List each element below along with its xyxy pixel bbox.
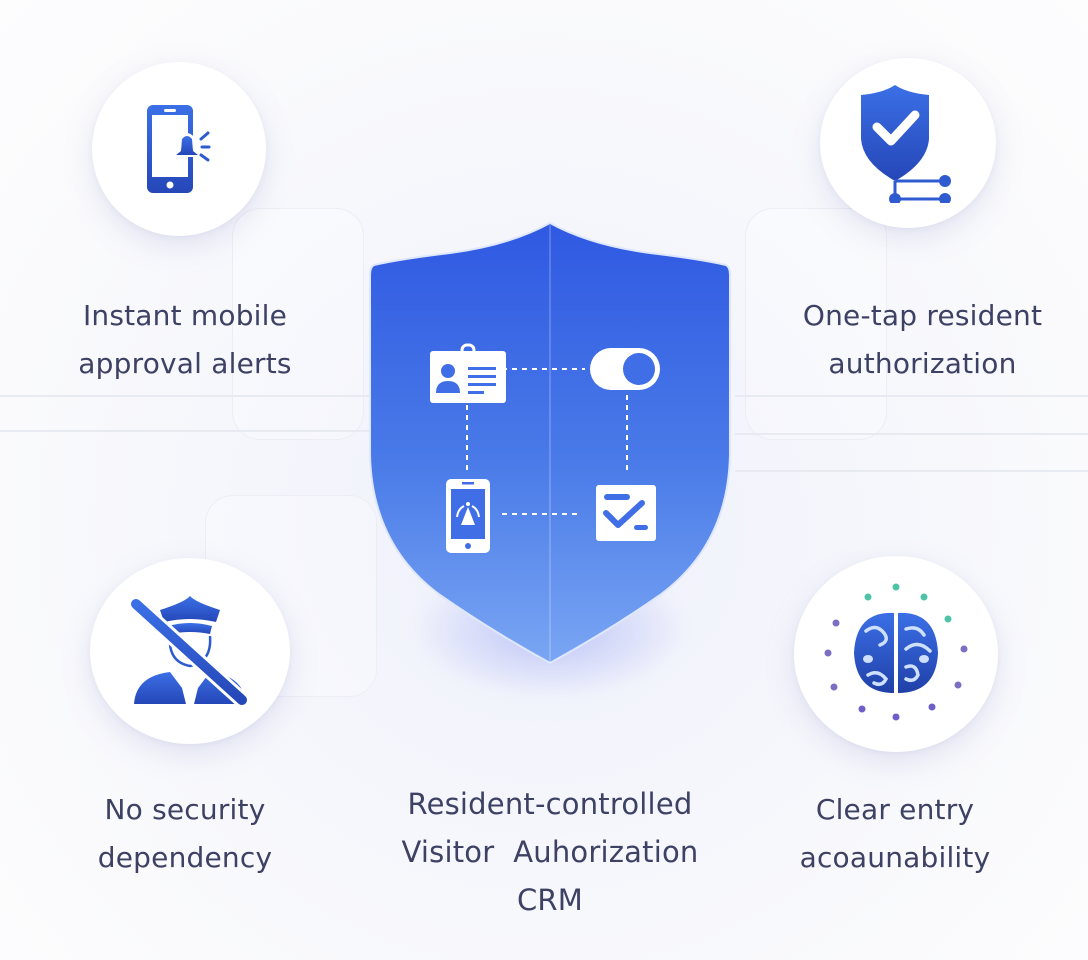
bg-divider bbox=[0, 395, 370, 397]
center-shield bbox=[360, 215, 740, 675]
feature-label-alerts: Instant mobile approval alerts bbox=[40, 292, 330, 388]
feature-label-line: acoaunability bbox=[799, 841, 991, 874]
bg-card-right bbox=[745, 208, 887, 440]
no-guard-icon bbox=[130, 596, 250, 706]
feature-label-line: Clear entry bbox=[815, 793, 975, 826]
id-badge-icon bbox=[430, 343, 506, 403]
bg-divider bbox=[0, 430, 370, 432]
feature-label-line: One-tap resident bbox=[802, 299, 1043, 332]
feature-icon-circle-no-security bbox=[90, 558, 290, 744]
shield-icon bbox=[369, 221, 731, 665]
feature-label-line: authorization bbox=[828, 347, 1017, 380]
feature-label-no-security: No security dependency bbox=[45, 786, 325, 882]
center-title: Resident-controlled Visitor Auhorization… bbox=[360, 780, 740, 924]
center-title-line: CRM bbox=[516, 883, 584, 917]
checklist-icon bbox=[596, 485, 656, 541]
feature-label-line: No security bbox=[104, 793, 266, 826]
bg-divider bbox=[735, 470, 1088, 472]
feature-label-accountability: Clear entry acoaunability bbox=[770, 786, 1020, 882]
brain-icon bbox=[824, 583, 968, 721]
feature-icon-circle-accountability bbox=[794, 556, 998, 752]
phone-alert-icon bbox=[446, 479, 490, 553]
phone-bell-icon bbox=[147, 105, 211, 193]
shield-check-network-icon bbox=[861, 85, 951, 203]
center-title-line: Visitor Auhorization bbox=[401, 835, 699, 869]
feature-label-authorization: One-tap resident authorization bbox=[770, 292, 1075, 388]
feature-label-line: Instant mobile bbox=[82, 299, 288, 332]
feature-icon-circle-alerts bbox=[92, 62, 266, 236]
bg-card-left bbox=[232, 208, 364, 440]
feature-label-line: approval alerts bbox=[78, 347, 292, 380]
feature-label-line: dependency bbox=[97, 841, 273, 874]
bg-divider bbox=[735, 433, 1088, 435]
toggle-icon bbox=[590, 348, 660, 390]
bg-divider bbox=[735, 395, 1088, 397]
center-title-line: Resident-controlled bbox=[407, 787, 693, 821]
feature-icon-circle-authorization bbox=[820, 58, 996, 228]
